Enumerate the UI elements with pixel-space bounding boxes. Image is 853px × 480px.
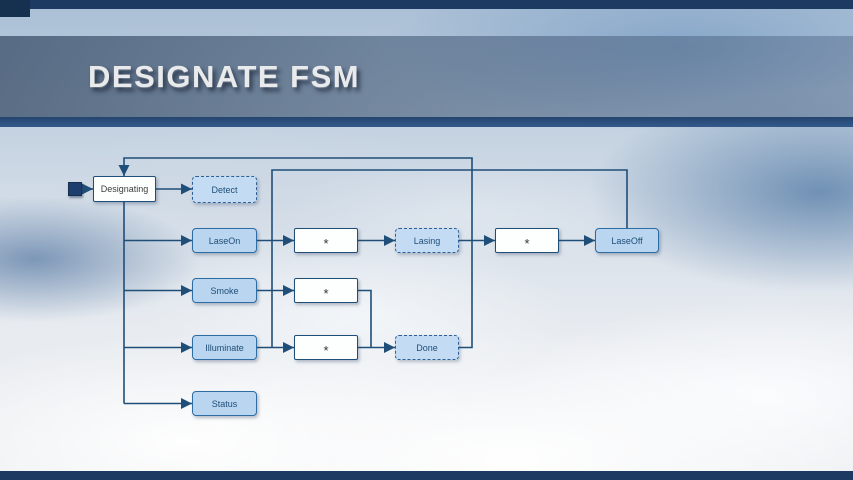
bottom-edge-bar <box>0 471 853 480</box>
fsm-node-junction2: * <box>294 278 358 303</box>
fsm-node-illuminate: Illuminate <box>192 335 257 360</box>
fsm-node-label-junction3: * <box>323 343 329 358</box>
fsm-node-lasing: Lasing <box>395 228 459 253</box>
fsm-node-junction3: * <box>294 335 358 360</box>
fsm-node-designating: Designating <box>93 176 156 202</box>
fsm-node-label-smoke: Smoke <box>210 285 239 296</box>
slide-title: DESIGNATE FSM <box>88 58 361 94</box>
fsm-node-label-designating: Designating <box>100 184 149 194</box>
top-edge-bar <box>0 0 853 9</box>
top-left-corner-accent <box>0 0 30 17</box>
edge-laseoff-return-loop <box>271 169 628 348</box>
fsm-node-initial <box>68 182 82 196</box>
fsm-node-junction1: * <box>294 228 358 253</box>
fsm-node-label-lasing: Lasing <box>413 235 441 246</box>
edge-junction2-done-merge <box>358 289 372 348</box>
fsm-node-label-done: Done <box>416 342 438 353</box>
fsm-node-status: Status <box>192 391 257 416</box>
fsm-node-label-junction2: * <box>323 286 329 301</box>
title-band: DESIGNATE FSM <box>0 36 853 117</box>
fsm-node-label-detect: Detect <box>211 184 238 195</box>
fsm-node-laseoff: LaseOff <box>595 228 659 253</box>
fsm-node-label-laseoff: LaseOff <box>611 235 643 246</box>
fsm-node-detect: Detect <box>192 176 257 203</box>
fsm-node-label-junction1: * <box>323 236 329 251</box>
fsm-node-laseon: LaseOn <box>192 228 257 253</box>
fsm-node-junction4: * <box>495 228 559 253</box>
header-separator-bar <box>0 117 853 127</box>
edge-done-return-to-designating <box>118 157 473 349</box>
fsm-node-label-laseon: LaseOn <box>208 235 241 246</box>
fsm-node-smoke: Smoke <box>192 278 257 303</box>
fsm-node-label-status: Status <box>211 398 238 409</box>
fsm-node-label-illuminate: Illuminate <box>205 342 244 353</box>
fsm-node-label-junction4: * <box>524 236 530 251</box>
fsm-node-done: Done <box>395 335 459 360</box>
